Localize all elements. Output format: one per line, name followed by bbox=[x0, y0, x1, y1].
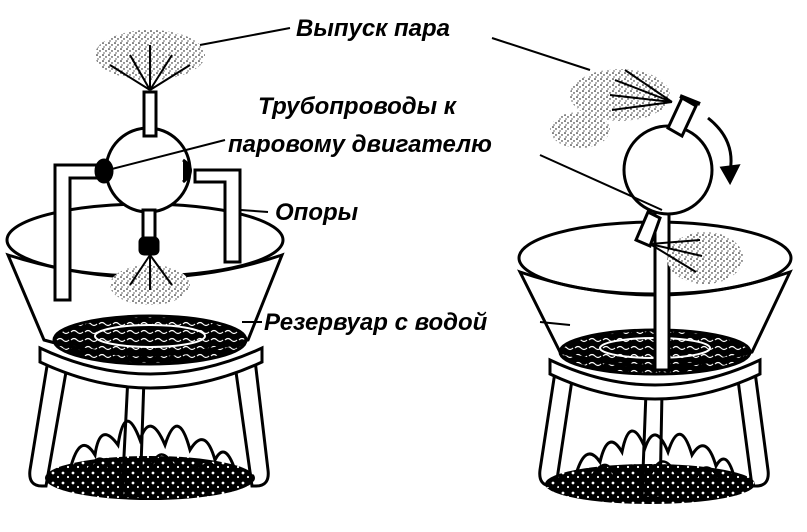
label-steam-outlet: Выпуск пара bbox=[296, 15, 450, 42]
right-steam-top bbox=[550, 69, 673, 148]
right-sphere bbox=[622, 124, 714, 216]
leader-steam-left bbox=[199, 27, 291, 46]
left-stand-ring bbox=[38, 345, 264, 390]
label-pipes-line2: паровому двигателю bbox=[228, 131, 492, 158]
leader-steam-right bbox=[491, 37, 591, 71]
left-top-nozzle bbox=[142, 90, 158, 138]
leader-lines bbox=[103, 27, 663, 326]
label-supports: Опоры bbox=[275, 199, 359, 226]
left-bottom-nozzle bbox=[138, 208, 160, 256]
right-steam-bottom bbox=[649, 232, 743, 284]
leader-pipes-right bbox=[539, 154, 663, 211]
labels: Выпуск пара Трубопроводы к паровому двиг… bbox=[228, 15, 492, 336]
left-fire bbox=[45, 419, 255, 500]
leader-tank-right bbox=[539, 321, 571, 326]
label-pipes-line1: Трубопроводы к bbox=[258, 93, 458, 120]
right-stand-legs bbox=[538, 371, 770, 500]
right-apparatus bbox=[517, 69, 793, 504]
label-water-tank: Резервуар с водой bbox=[264, 309, 488, 336]
left-apparatus bbox=[5, 30, 285, 500]
leader-supports bbox=[240, 209, 269, 213]
right-stand-ring bbox=[548, 357, 762, 401]
left-steam-bottom bbox=[110, 254, 190, 305]
leader-pipes-left bbox=[103, 139, 226, 172]
left-steam-top bbox=[95, 30, 205, 91]
left-sphere bbox=[104, 126, 192, 214]
left-stand-legs bbox=[28, 359, 270, 498]
right-fire bbox=[545, 429, 755, 504]
right-bottom-nozzle bbox=[634, 209, 662, 249]
left-water-surface bbox=[52, 314, 248, 366]
right-top-nozzle bbox=[666, 95, 698, 139]
